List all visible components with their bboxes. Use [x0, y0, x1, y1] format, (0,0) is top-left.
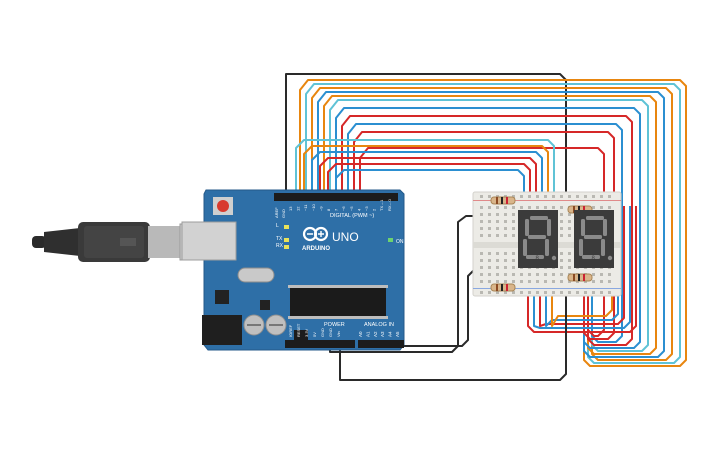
resistor[interactable]	[490, 283, 516, 292]
seven-segment-display-left[interactable]: 8.	[518, 210, 558, 268]
digital-pin-label: ~5	[349, 206, 354, 211]
power-jack	[202, 315, 242, 345]
digital-pin-label: 8	[326, 208, 331, 211]
left-digit-value: 8.	[535, 256, 540, 262]
power-header	[285, 340, 355, 348]
led-on	[388, 238, 393, 242]
wire[interactable]	[527, 206, 637, 333]
led-l	[284, 225, 289, 229]
arduino-uno-board[interactable]: L TX RX ON ARDUINO UNO DIGITAL (PWM ~) A…	[181, 189, 405, 351]
regulator	[215, 290, 229, 304]
digital-pin-label: 13	[288, 206, 293, 211]
led-rx	[284, 245, 289, 249]
digital-pin-label: ~10	[311, 203, 316, 211]
wire[interactable]	[295, 139, 555, 204]
wire[interactable]	[335, 107, 641, 349]
analog-pin-label: A2	[373, 331, 378, 337]
led-tx	[284, 238, 289, 242]
digital-pin-label: 7	[334, 208, 339, 211]
icsp-header	[294, 330, 308, 340]
led-rx-label: RX	[276, 243, 284, 249]
analog-header	[358, 340, 404, 348]
crystal	[237, 267, 275, 283]
digital-pin-label: ~3	[364, 206, 369, 211]
wire[interactable]	[311, 151, 543, 204]
atmega-chip	[290, 287, 386, 317]
on-label: ON	[396, 239, 404, 245]
analog-pin-label: A4	[388, 331, 393, 337]
arduino-logo-icon	[302, 226, 329, 242]
wire[interactable]	[341, 115, 633, 346]
analog-label: ANALOG IN	[364, 322, 394, 328]
digital-header	[274, 193, 398, 201]
power-pin-label: IOREF	[288, 324, 293, 337]
wire[interactable]	[323, 95, 657, 355]
digital-pin-label: 12	[296, 206, 301, 211]
wire[interactable]	[319, 157, 537, 204]
led-tx-label: TX	[276, 236, 283, 242]
power-pin-label: Vin	[336, 331, 341, 337]
wire[interactable]	[335, 169, 525, 204]
power-pin-label: GND	[320, 328, 325, 337]
gnd-label: GND	[281, 209, 286, 218]
power-pin-label: 5V	[312, 332, 317, 337]
wire[interactable]	[317, 91, 665, 358]
resistor[interactable]	[567, 273, 593, 282]
wire[interactable]	[339, 290, 567, 381]
digital-pin-label: ~11	[303, 204, 308, 211]
power-pin-label: 3.3V	[304, 328, 309, 337]
wire[interactable]	[299, 79, 687, 367]
digital-pin-label: ~9	[318, 206, 323, 211]
wire[interactable]	[303, 145, 549, 204]
digital-pin-label: 2	[372, 208, 377, 211]
reset-button-icon[interactable]	[213, 197, 233, 215]
model-label: UNO	[332, 230, 359, 244]
power-pin-label: RESET	[296, 323, 301, 337]
analog-pin-label: A1	[365, 331, 370, 337]
digital-pin-label: ~6	[341, 206, 346, 211]
power-label: POWER	[324, 322, 345, 328]
right-digit-value: 8.	[591, 256, 596, 262]
digital-pin-label: TX→1	[379, 199, 384, 211]
led-l-label: L	[276, 223, 279, 229]
wire[interactable]	[533, 206, 631, 329]
resistor[interactable]	[490, 196, 516, 205]
digital-pin-label: RX←0	[387, 198, 392, 211]
brand-label: ARDUINO	[302, 246, 330, 252]
wire[interactable]	[539, 206, 625, 327]
power-pin-label: GND	[328, 328, 333, 337]
seven-segment-display-right[interactable]: 8.	[574, 210, 614, 268]
digital-pin-label: 4	[356, 208, 361, 211]
usb-port	[181, 221, 237, 261]
wire[interactable]	[305, 83, 681, 364]
aref-label: AREF	[274, 207, 279, 218]
wire[interactable]	[327, 163, 531, 204]
analog-pin-label: A3	[380, 331, 385, 337]
analog-pin-label: A5	[395, 331, 400, 337]
analog-pin-label: A0	[358, 331, 363, 337]
digital-label: DIGITAL (PWM ~)	[330, 213, 374, 219]
